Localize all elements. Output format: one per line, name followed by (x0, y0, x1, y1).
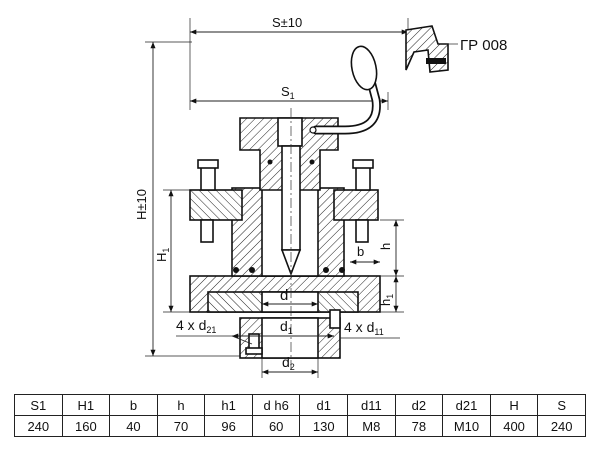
dimension-h-total: H±10 (134, 41, 244, 357)
valve-technical-drawing: S±10 S1 H±10 H1 (134, 15, 507, 378)
table-value-cell: 60 (251, 415, 301, 437)
dimension-h1-small: h1 (378, 276, 404, 313)
table-value-cell: M10 (442, 415, 491, 437)
dimension-s1: S1 (190, 84, 389, 110)
table-header-cell: d21 (442, 394, 491, 416)
callout-d11: 4 x d11 (340, 319, 400, 339)
dimension-s-total: S±10 (189, 15, 409, 110)
dimension-d2: d2 (261, 354, 319, 378)
table-header-cell: h1 (204, 394, 253, 416)
table-header-cell: d h6 (251, 394, 301, 416)
dim-label-s1: S1 (281, 84, 295, 101)
table-header-cell: S1 (14, 394, 63, 416)
table-header-cell: d11 (347, 394, 396, 416)
dim-label-h: h (378, 243, 393, 250)
callout-d21: 4 x d21 (176, 317, 253, 345)
dim-label-h-total: H±10 (134, 189, 149, 220)
parameter-table: S1 H1 b h h1 d h6 d1 d11 d2 d21 H S 240 … (14, 394, 586, 437)
table-value-cell: 400 (489, 415, 539, 437)
dim-label-s-total: S±10 (272, 15, 302, 30)
detail-label: ГР 008 (460, 37, 507, 54)
dim-label-d1: d1 (280, 318, 293, 336)
dimension-h: h (378, 219, 404, 277)
dim-label-b: b (357, 244, 364, 259)
dimension-d: d (262, 287, 318, 307)
table-header-cell: S (537, 394, 586, 416)
table-value-cell: 160 (61, 415, 111, 437)
table-value-cell: 70 (156, 415, 206, 437)
dimension-b: b (350, 244, 380, 265)
table-header-cell: h (156, 394, 206, 416)
dim-label-d21: 4 x d21 (176, 317, 216, 335)
table-value-row: 240 160 40 70 96 60 130 M8 78 M10 400 24… (14, 415, 586, 437)
table-value-cell: M8 (347, 415, 396, 437)
dim-label-d: d (280, 287, 288, 304)
dimension-d1: d1 (232, 318, 334, 339)
table-value-cell: 130 (299, 415, 349, 437)
table-header-row: S1 H1 b h h1 d h6 d1 d11 d2 d21 H S (14, 394, 586, 416)
table-header-cell: H (489, 394, 539, 416)
table-header-cell: d2 (394, 394, 444, 416)
dim-label-d2: d2 (282, 354, 295, 372)
table-value-cell: 96 (204, 415, 253, 437)
table-header-cell: H1 (61, 394, 111, 416)
table-value-cell: 78 (394, 415, 444, 437)
table-value-cell: 240 (14, 415, 63, 437)
dim-label-h1-small: h1 (378, 294, 395, 306)
detail-view-gr008: ГР 008 (405, 25, 507, 73)
dim-label-h1: H1 (154, 248, 171, 262)
dim-label-d11: 4 x d11 (344, 319, 384, 337)
table-value-cell: 240 (537, 415, 586, 437)
handle-lever (309, 45, 381, 135)
table-header-cell: d1 (299, 394, 349, 416)
seals (233, 159, 345, 273)
table-value-cell: 40 (109, 415, 158, 437)
table-header-cell: b (109, 394, 158, 416)
